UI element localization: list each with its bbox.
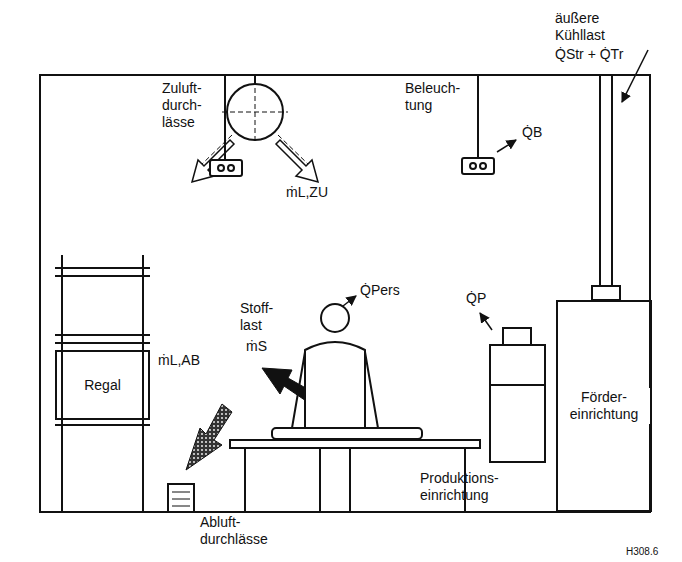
part-label: Stoff- last: [240, 300, 292, 334]
symbol-label: Q̇B: [522, 124, 542, 141]
shelf-frame: [55, 255, 150, 512]
symbol-label: ṁL,AB: [158, 352, 200, 369]
lamp: [210, 160, 242, 176]
table: [230, 440, 480, 448]
part-label: Abluft- durchlässe: [200, 514, 290, 548]
keyboard: [272, 428, 422, 439]
production-machine: [490, 328, 545, 462]
node-text: Regal: [82, 376, 123, 395]
exhaust-vent: [168, 484, 194, 512]
node-text: Förder- einrichtung: [558, 388, 650, 424]
symbol-label: ṁL,ZU: [286, 184, 328, 201]
shelf: Regal: [55, 350, 150, 420]
exhaust-air-arrow: [186, 404, 232, 470]
part-label: Produktions- einrichtung: [420, 470, 528, 504]
symbol-label: Q̇P: [466, 290, 486, 307]
room-outline: [40, 75, 650, 512]
formula-label: Q̇Str + Q̇Tr: [555, 46, 623, 63]
lamp: [462, 158, 494, 174]
symbol-label: ṁS: [246, 338, 267, 355]
supply-air-arrow: [276, 140, 318, 182]
figure-number: H308.6: [626, 546, 658, 558]
part-label: Beleuch- tung: [405, 80, 471, 114]
part-label: Zuluft- durch- lässe: [162, 80, 216, 131]
conveyor-unit: Förder- einrichtung: [556, 300, 652, 512]
person: [292, 304, 378, 512]
symbol-label: Q̇Pers: [360, 282, 400, 299]
load-label: äußere Kühllast: [555, 10, 635, 44]
